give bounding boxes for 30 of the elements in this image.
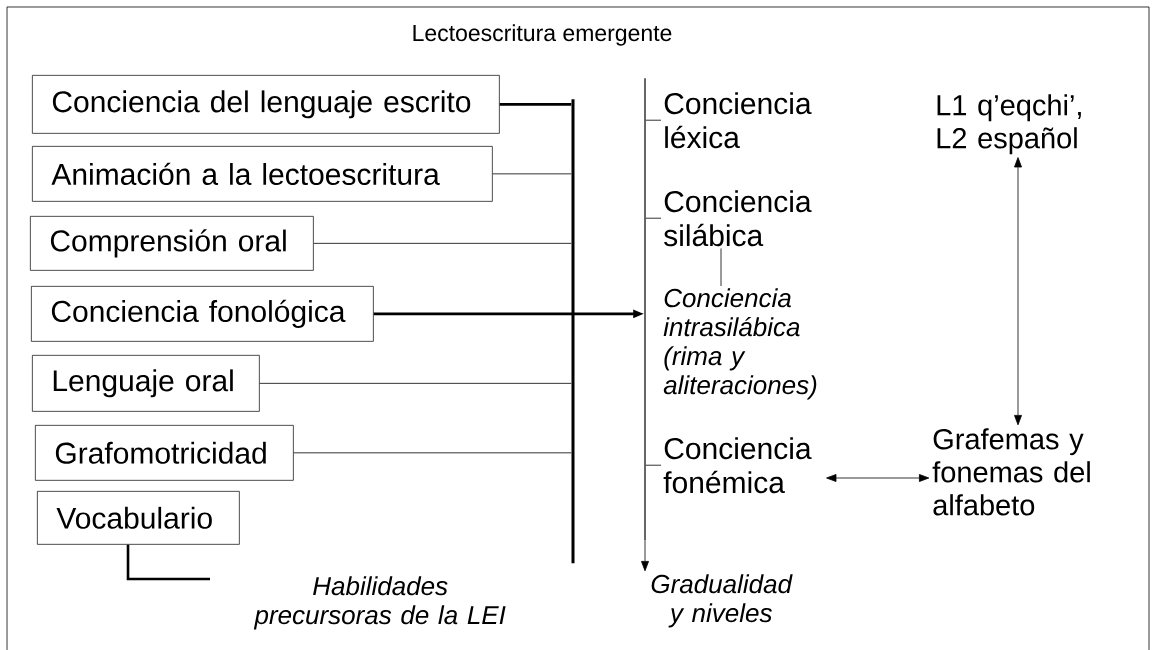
connector-line <box>313 242 572 244</box>
connector-line <box>492 173 572 175</box>
text-box: Conciencia del lenguaje escrito <box>32 75 500 134</box>
label-text: Habilidades precursoras de la LEI <box>253 576 506 630</box>
vertical-bar <box>571 99 575 564</box>
leader-line <box>126 544 210 581</box>
connector-line <box>259 382 572 384</box>
label-text: Conciencia intrasilábica (rima y aliteraciones) <box>663 288 817 400</box>
double-arrow <box>1014 157 1022 426</box>
label-text: Conciencia léxica <box>664 92 812 149</box>
label-text: Conciencia fonémica <box>663 437 812 494</box>
title: Lectoescritura emergente <box>413 24 672 46</box>
arrow <box>641 540 649 572</box>
label-text: Gradualidad y niveles <box>651 574 793 628</box>
text-box: Animación a la lectoescritura <box>32 146 493 202</box>
connector-line <box>645 119 662 121</box>
label-text: Grafemas y fonemas del alfabeto <box>932 428 1090 516</box>
connector-line <box>499 103 572 106</box>
text-box: Grafomotricidad <box>35 425 294 481</box>
connector-line <box>645 217 662 219</box>
connector-line <box>645 464 662 466</box>
connector-line <box>720 248 722 287</box>
text-box: Lenguaje oral <box>32 355 260 412</box>
double-arrow <box>826 474 930 482</box>
connector-line <box>293 452 572 454</box>
label-text: Conciencia silábica <box>664 190 812 247</box>
label-text: L1 q’eqchi’, L2 español <box>937 94 1081 155</box>
text-box: Vocabulario <box>37 491 240 545</box>
text-box: Conciencia fonológica <box>31 286 374 342</box>
text-box: Comprensión oral <box>30 216 314 271</box>
